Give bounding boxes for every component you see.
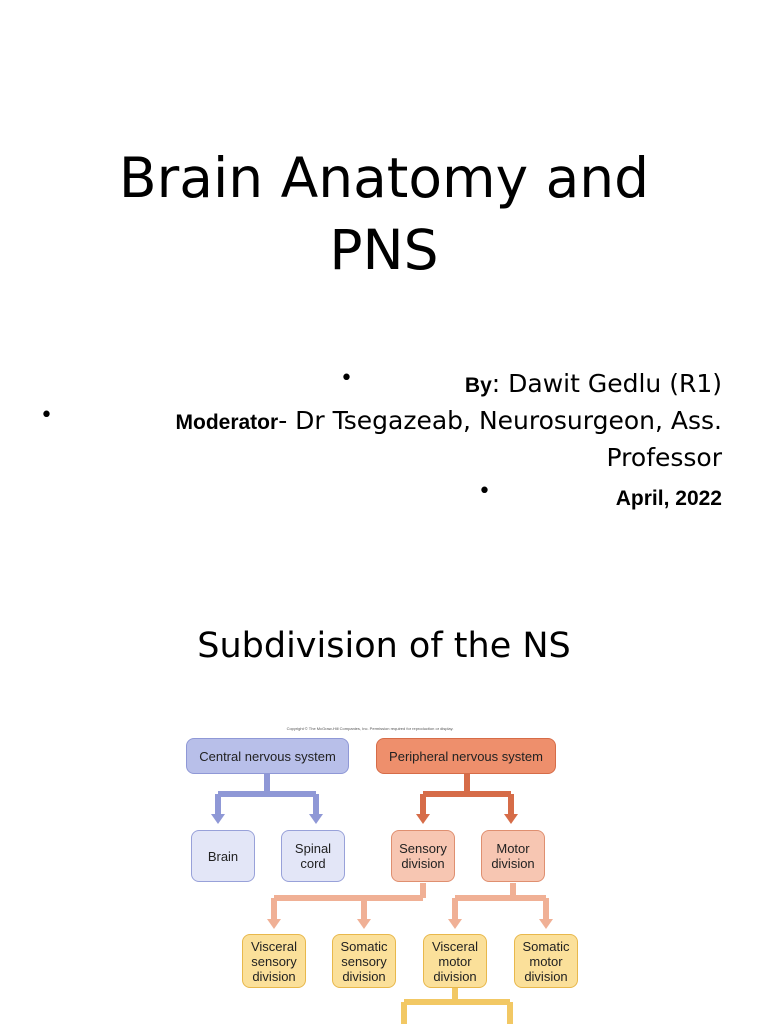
arrowhead-motor [504,814,518,824]
node-visceral-motor-division: Visceral motor division [423,934,487,988]
diagram-connectors [211,774,553,1024]
arrowhead-brain [211,814,225,824]
bullet-date: • April, 2022 [478,479,722,516]
presentation-date: April, 2022 [615,487,722,510]
presenter-name: Dawit Gedlu (R1) [508,369,722,398]
by-separator: : [491,369,509,398]
arrowhead-visceral-motor [448,919,462,929]
bullet-glyph: • [478,479,491,504]
node-sensory-division: Sensory division [391,830,455,882]
presenter-bullets: • By: Dawit Gedlu (R1) • Moderator- Dr T… [40,366,722,516]
connector-sensory [271,883,426,921]
arrowhead-somatic-motor [539,919,553,929]
moderator-label: Moderator [175,411,279,434]
node-somatic-motor-division: Somatic motor division [514,934,578,988]
node-peripheral-nervous-system: Peripheral nervous system [376,738,556,774]
node-spinal-cord: Spinal cord [281,830,345,882]
node-somatic-sensory-division: Somatic sensory division [332,934,396,988]
bullet-moderator: • Moderator- Dr Tsegazeab, Neurosurgeon,… [40,403,722,475]
connector-pns [420,774,514,816]
connector-motor [452,883,549,921]
title-line-2: PNS [329,218,439,282]
bullet-glyph: • [40,403,53,428]
node-brain: Brain [191,830,255,882]
slide-2-title: Subdivision of the NS [197,626,571,666]
nervous-system-diagram: Copyright © The McGraw-Hill Companies, I… [170,726,578,1024]
title-line-1: Brain Anatomy and [118,146,650,210]
bullet-glyph: • [340,366,353,391]
arrowhead-visceral-sensory [267,919,281,929]
node-visceral-sensory-division: Visceral sensory division [242,934,306,988]
node-central-nervous-system: Central nervous system [186,738,349,774]
slide-title: Brain Anatomy and PNS [40,142,728,286]
by-label: By [464,374,492,397]
moderator-text: - Dr Tsegazeab, Neurosurgeon, Ass. Profe… [278,406,722,472]
bullet-presenter: • By: Dawit Gedlu (R1) [340,366,722,403]
arrowhead-somatic-sensory [357,919,371,929]
node-motor-division: Motor division [481,830,545,882]
connector-visceral-motor [401,988,513,1024]
arrowhead-spinal [309,814,323,824]
slide-1: Brain Anatomy and PNS • By: Dawit Gedlu … [40,142,728,516]
connector-cns [215,774,319,816]
arrowhead-sensory [416,814,430,824]
copyright-notice: Copyright © The McGraw-Hill Companies, I… [286,726,454,731]
